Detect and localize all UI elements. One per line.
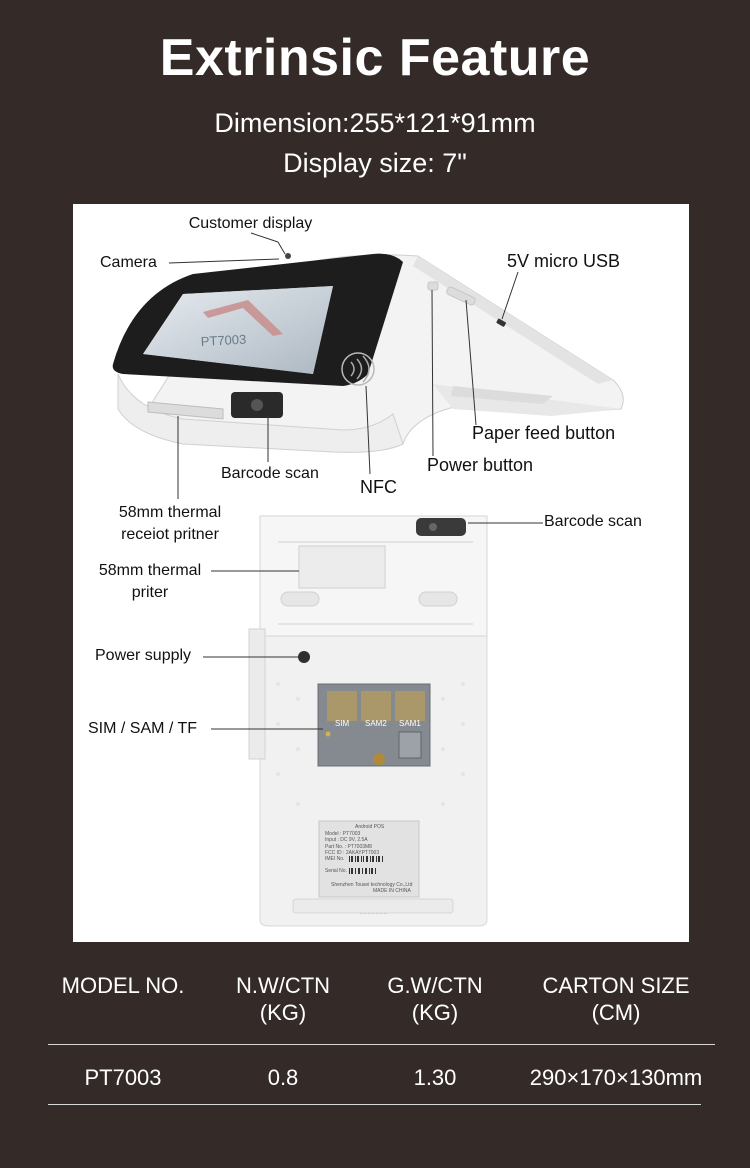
- cell-carton-size: 290×170×130mm: [529, 1065, 703, 1090]
- label-camera: Camera: [100, 254, 157, 271]
- label-nfc: NFC: [360, 477, 397, 497]
- pos-device-illustration: PT7003: [112, 232, 624, 927]
- sticker-line-9: MADE IN CHINA: [373, 888, 411, 894]
- slot-label-sam2: SAM2: [365, 719, 387, 728]
- label-barcode-scan-front: Barcode scan: [221, 465, 319, 482]
- label-thermal-printer: 58mm thermal priter: [98, 562, 202, 601]
- slot-label-sam1: SAM1: [399, 719, 421, 728]
- header-model-no: MODEL NO.: [61, 973, 185, 998]
- header-carton-size: CARTON SIZE (CM): [542, 973, 690, 1025]
- header-gw-ctn: G.W/CTN (KG): [387, 973, 483, 1025]
- page-title: Extrinsic Feature: [159, 29, 591, 87]
- cell-model-no: PT7003: [84, 1065, 162, 1090]
- display-size-text: Display size: 7": [283, 148, 467, 178]
- sticker-line-8: Shenzhen Tousei technology Co.,Ltd: [331, 882, 413, 888]
- label-sim-sam-tf: SIM / SAM / TF: [88, 720, 198, 737]
- sticker-line-5: FCC ID : 2AKAYPT7003: [325, 850, 379, 856]
- label-power-supply: Power supply: [95, 647, 192, 664]
- sticker-line-7: Serial No.: [325, 868, 347, 874]
- sticker-line-6: IMEI No.: [325, 856, 344, 862]
- sticker-line-2: Model : PT7003: [325, 831, 361, 837]
- slot-label-sim: SIM: [335, 719, 350, 728]
- cell-gw-ctn: 1.30: [413, 1065, 457, 1090]
- label-thermal-receipt-printer: 58mm thermal receiot pritner: [118, 504, 222, 543]
- header-nw-ctn: N.W/CTN (KG): [235, 973, 331, 1025]
- label-paper-feed-button: Paper feed button: [472, 423, 616, 443]
- label-power-button: Power button: [427, 455, 534, 475]
- product-image-panel: PT7003: [73, 204, 689, 942]
- label-customer-display: Customer display: [188, 215, 313, 232]
- row-divider: [48, 1104, 701, 1105]
- cell-nw-ctn: 0.8: [267, 1065, 299, 1090]
- header-divider: [48, 1044, 715, 1045]
- screen-text: PT7003: [200, 332, 246, 349]
- sticker-line-3: Input : DC 9V, 2.5A: [325, 837, 368, 843]
- sticker-line-4: Part No. : PT7003M8: [325, 844, 372, 850]
- sticker-line-1: Android POS: [355, 824, 385, 830]
- label-micro-usb: 5V micro USB: [507, 251, 621, 271]
- label-barcode-scan-back: Barcode scan: [544, 513, 642, 530]
- dimension-text: Dimension:255*121*91mm: [214, 108, 536, 138]
